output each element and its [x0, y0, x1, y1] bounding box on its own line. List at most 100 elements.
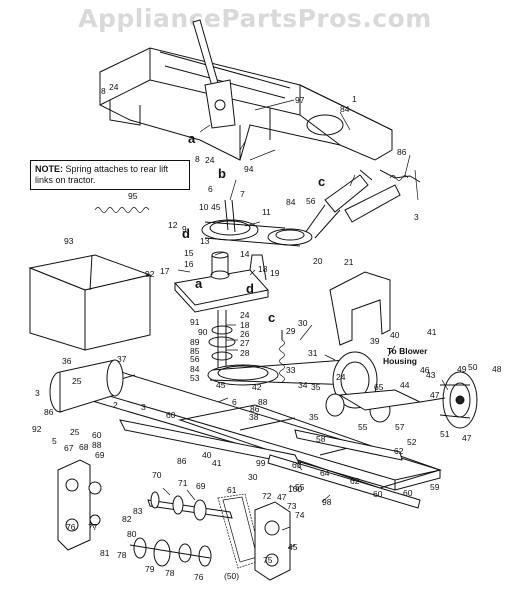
label-55: 55: [295, 482, 305, 492]
label-98: 98: [322, 497, 332, 507]
label-58: 58: [316, 434, 326, 444]
label-26: 26: [240, 329, 250, 339]
label-84: 84: [190, 364, 200, 374]
label-95: 95: [128, 191, 138, 201]
label-18: 18: [240, 320, 250, 330]
label-72: 72: [262, 491, 272, 501]
label-41: 41: [212, 458, 222, 468]
label-53: 53: [190, 373, 200, 383]
label-92: 92: [32, 424, 42, 434]
label-64: 64: [320, 468, 330, 478]
diagram-code: (50): [224, 571, 239, 581]
label-21: 21: [344, 257, 354, 267]
label-38: 38: [249, 412, 259, 422]
label-44: 44: [400, 380, 410, 390]
label-69: 69: [196, 481, 206, 491]
mounting-plate: [174, 251, 269, 313]
label-100: 100: [288, 484, 302, 494]
watermark-text: AppliancePartsPros.com: [78, 4, 432, 33]
label-5: 5: [52, 436, 57, 446]
label-27: 27: [240, 338, 250, 348]
label-2: 2: [113, 400, 118, 410]
label-88: 88: [92, 440, 102, 450]
label-97: 97: [295, 95, 305, 105]
label-84: 84: [286, 197, 296, 207]
label-46: 46: [420, 365, 430, 375]
label-35: 35: [309, 412, 319, 422]
label-47: 47: [277, 492, 287, 502]
label-62: 62: [394, 446, 404, 456]
label-33: 33: [286, 365, 296, 375]
lower-gears: [129, 537, 212, 567]
label-13: 13: [200, 236, 210, 246]
label-73: 73: [287, 501, 297, 511]
label-81: 81: [100, 548, 110, 558]
label-99: 99: [256, 458, 266, 468]
label-8: 8: [195, 154, 200, 164]
label-28: 28: [240, 348, 250, 358]
label-19: 19: [270, 268, 280, 278]
label-90: 90: [198, 327, 208, 337]
label-78: 78: [165, 568, 175, 578]
label-82: 82: [122, 514, 132, 524]
tractor-frame: [99, 47, 393, 161]
label-77: 77: [88, 522, 98, 532]
label-34: 34: [298, 380, 308, 390]
label-47: 47: [430, 390, 440, 400]
label-89: 89: [190, 337, 200, 347]
label-60: 60: [92, 430, 102, 440]
label-86: 86: [397, 147, 407, 157]
label-83: 83: [133, 506, 143, 516]
label-42: 42: [252, 382, 262, 392]
lower-pulley-stack: [207, 310, 356, 386]
label-60: 60: [403, 488, 413, 498]
label-41: 41: [427, 327, 437, 337]
letter-a: a: [195, 276, 203, 291]
lift-spring: [94, 207, 150, 213]
reference-letters: a b c d a d c: [182, 131, 325, 325]
label-24: 24: [205, 155, 215, 165]
label-9: 9: [182, 224, 187, 234]
note-box: NOTE: Spring attaches to rear lift links…: [30, 160, 190, 190]
label-63: 63: [292, 460, 302, 470]
label-45: 45: [211, 202, 221, 212]
label-49: 49: [457, 364, 467, 374]
label-12: 12: [168, 220, 178, 230]
label-6: 6: [208, 184, 213, 194]
label-67: 67: [64, 443, 74, 453]
label-68: 68: [79, 442, 89, 452]
label-35: 35: [311, 382, 321, 392]
label-94: 94: [244, 164, 254, 174]
gearbox-left: [57, 459, 102, 551]
label-86: 86: [177, 456, 187, 466]
callout-line-2: Housing: [383, 356, 417, 366]
label-60: 60: [373, 489, 383, 499]
label-55: 55: [358, 422, 368, 432]
label-3: 3: [414, 212, 419, 222]
label-57: 57: [395, 422, 405, 432]
note-text: Spring attaches to rear lift links on tr…: [35, 164, 169, 185]
label-30: 30: [298, 318, 308, 328]
label-29: 29: [286, 326, 296, 336]
label-75: 75: [263, 555, 273, 565]
belt-guard: [329, 271, 391, 346]
label-30: 30: [248, 472, 258, 482]
label-51: 51: [440, 429, 450, 439]
label-24: 24: [109, 82, 119, 92]
letter-d: d: [246, 281, 254, 296]
label-71: 71: [178, 478, 188, 488]
label-24: 24: [240, 310, 250, 320]
label-1: 1: [352, 94, 357, 104]
label-79: 79: [145, 564, 155, 574]
label-84: 84: [340, 104, 350, 114]
letter-b: b: [218, 166, 226, 181]
part-number-labels: 97 1 84 8 24 8 24 94 86 84 56 3 95 6 7 1…: [32, 82, 502, 582]
label-80: 80: [127, 529, 137, 539]
label-10: 10: [199, 202, 209, 212]
note-heading: NOTE:: [35, 164, 63, 174]
letter-d: d: [182, 226, 190, 241]
label-45: 45: [288, 542, 298, 552]
label-76: 76: [66, 522, 76, 532]
label-59: 59: [430, 482, 440, 492]
label-56: 56: [190, 354, 200, 364]
